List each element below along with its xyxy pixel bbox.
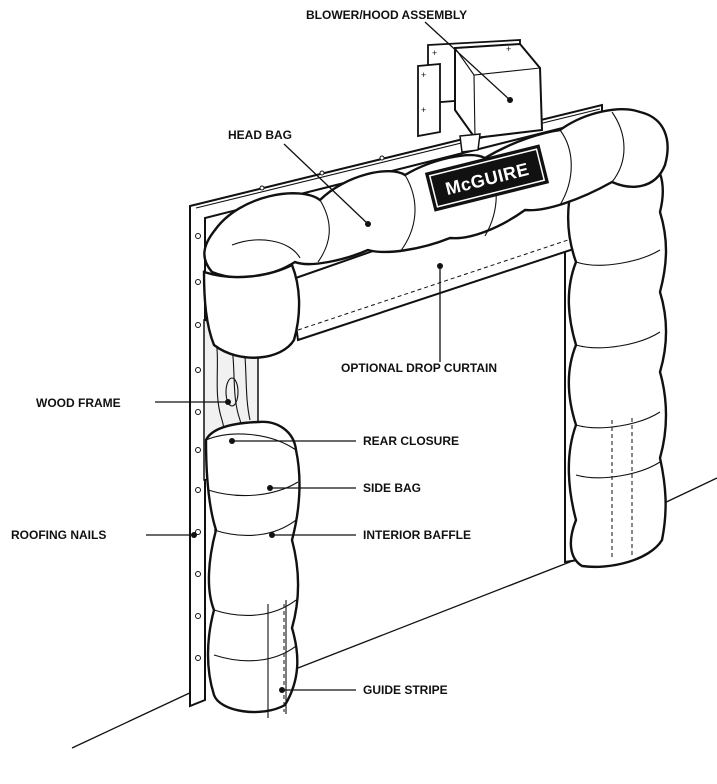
label-head-bag: HEAD BAG [228, 128, 292, 142]
left-head-corner-bag [202, 263, 301, 359]
left-side-bag [204, 420, 301, 718]
right-side-bag [566, 148, 668, 568]
callout-labels: BLOWER/HOOD ASSEMBLY HEAD BAG OPTIONAL D… [11, 8, 497, 697]
label-blower-hood-assembly: BLOWER/HOOD ASSEMBLY [306, 8, 467, 22]
label-optional-drop-curtain: OPTIONAL DROP CURTAIN [341, 361, 497, 375]
floor-lines [71, 477, 717, 749]
svg-text:+: + [421, 70, 426, 80]
svg-text:+: + [421, 105, 426, 115]
label-wood-frame: WOOD FRAME [36, 396, 121, 410]
label-side-bag: SIDE BAG [363, 481, 421, 495]
label-roofing-nails: ROOFING NAILS [11, 528, 106, 542]
label-guide-stripe: GUIDE STRIPE [363, 683, 448, 697]
svg-text:+: + [506, 44, 511, 54]
svg-text:+: + [432, 48, 437, 58]
label-rear-closure: REAR CLOSURE [363, 434, 459, 448]
leader-lines [146, 21, 513, 693]
label-interior-baffle: INTERIOR BAFFLE [363, 528, 471, 542]
